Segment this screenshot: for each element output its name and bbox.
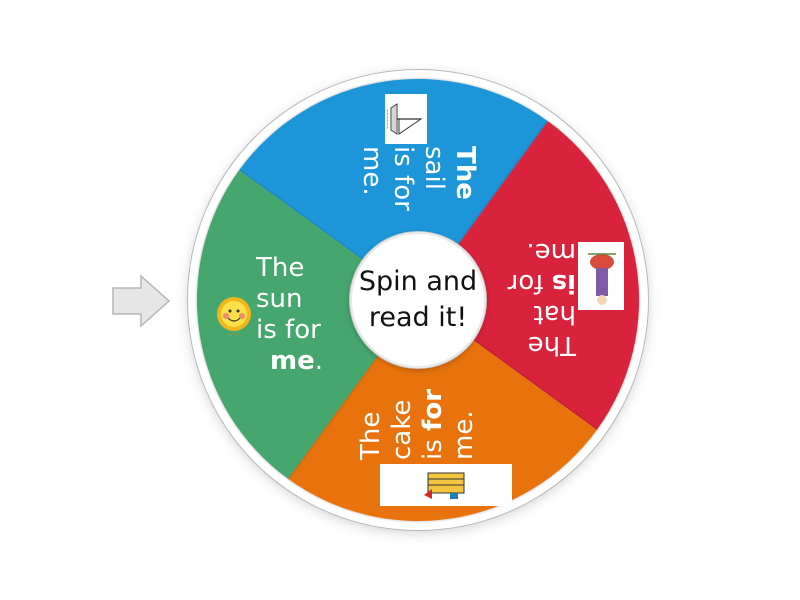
sun-picture: ~~~ (212, 294, 256, 338)
pointer-arrow-icon (112, 274, 171, 328)
center-label: Spin and read it! (358, 266, 478, 333)
wheel-segments (196, 78, 640, 522)
hat-picture (578, 242, 624, 310)
segment-cake (288, 300, 597, 522)
svg-text:~~~: ~~~ (228, 332, 241, 338)
sailboat-picture: ~~~~~~ (385, 94, 427, 144)
segment-hat (418, 121, 640, 430)
segment-sun (196, 170, 418, 479)
segment-sun-label: The sun is for me. (256, 253, 323, 376)
segment-sail (239, 78, 548, 300)
segment-hat-label: The hat is for me. (507, 237, 576, 360)
segment-sail-label: The sail is for me. (357, 146, 480, 211)
spin-button[interactable]: Spin and read it! (350, 232, 486, 368)
spin-wheel[interactable]: ~~~ The sun is for me. ~~~~~~ (188, 70, 648, 530)
segment-cake-label: The cake is for me. (356, 388, 479, 460)
cake-picture (380, 464, 512, 506)
svg-text:~~~~~~: ~~~~~~ (385, 109, 390, 129)
